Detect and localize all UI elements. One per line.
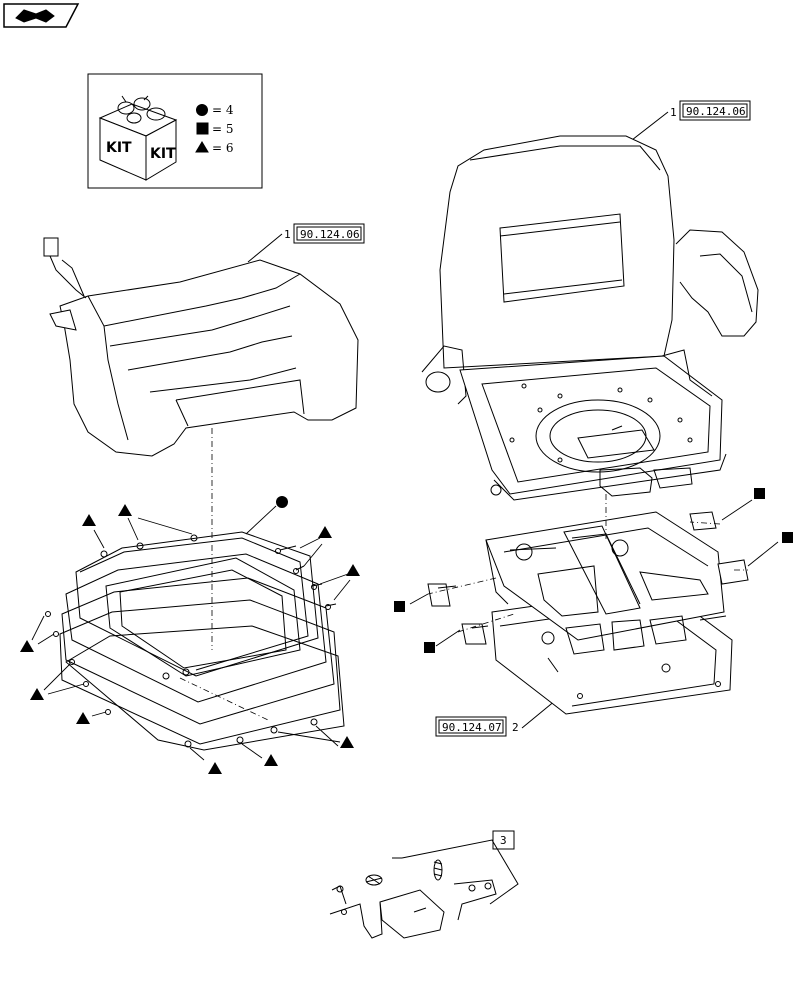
next-page-arrow-icon	[16, 10, 54, 22]
triangle-marker-icon	[118, 504, 132, 516]
kit-label-2: KIT	[150, 146, 176, 162]
callout-backrest-ref: 90.124.06	[686, 105, 746, 118]
callout-kit-item: 3	[500, 834, 507, 847]
circle-legend-text: = 4	[212, 103, 234, 117]
triangle-marker-icon	[318, 526, 332, 538]
seat-bellows-boot	[60, 532, 344, 750]
triangle-symbol-icon	[196, 142, 208, 152]
assembly-centerlines	[180, 428, 748, 720]
kit-label-1: KIT	[106, 140, 132, 156]
kit-box-icon: KIT KIT	[100, 96, 176, 180]
square-marker-icon	[782, 532, 793, 543]
marker-symbols	[20, 488, 793, 774]
leader-lines	[32, 500, 778, 760]
callout-suspension-ref: 90.124.07	[442, 721, 502, 734]
callout-cushion-ref: 90.124.06	[300, 228, 360, 241]
triangle-marker-icon	[346, 564, 360, 576]
callout-backrest[interactable]: 1 90.124.06	[632, 101, 750, 140]
seat-suspension	[486, 512, 732, 714]
triangle-marker-icon	[20, 640, 34, 652]
callout-kit[interactable]: 3	[493, 831, 514, 849]
kit-3-parts	[330, 840, 518, 938]
square-legend-text: = 5	[212, 122, 234, 136]
triangle-marker-icon	[30, 688, 44, 700]
square-marker-icon	[754, 488, 765, 499]
triangle-marker-icon	[208, 762, 222, 774]
backrest-seat-assembly	[422, 136, 758, 500]
callout-suspension[interactable]: 90.124.07 2	[436, 700, 556, 736]
kit-legend: KIT KIT = 4 = 5 = 6	[88, 74, 262, 188]
fasteners	[46, 535, 337, 747]
circle-symbol-icon	[197, 105, 208, 116]
square-symbol-icon	[197, 123, 208, 134]
triangle-legend-text: = 6	[212, 141, 234, 155]
triangle-marker-icon	[76, 712, 90, 724]
triangle-marker-icon	[82, 514, 96, 526]
slide-blocks	[428, 512, 748, 644]
callout-backrest-item: 1	[670, 106, 677, 119]
triangle-marker-icon	[340, 736, 354, 748]
circle-marker-icon	[276, 496, 288, 508]
square-marker-icon	[394, 601, 405, 612]
callout-suspension-item: 2	[512, 721, 519, 734]
callout-cushion-item: 1	[284, 228, 291, 241]
next-page-button[interactable]	[4, 4, 78, 27]
square-marker-icon	[424, 642, 435, 653]
callout-cushion[interactable]: 1 90.124.06	[248, 224, 364, 262]
seat-cushion	[44, 238, 358, 456]
triangle-marker-icon	[264, 754, 278, 766]
